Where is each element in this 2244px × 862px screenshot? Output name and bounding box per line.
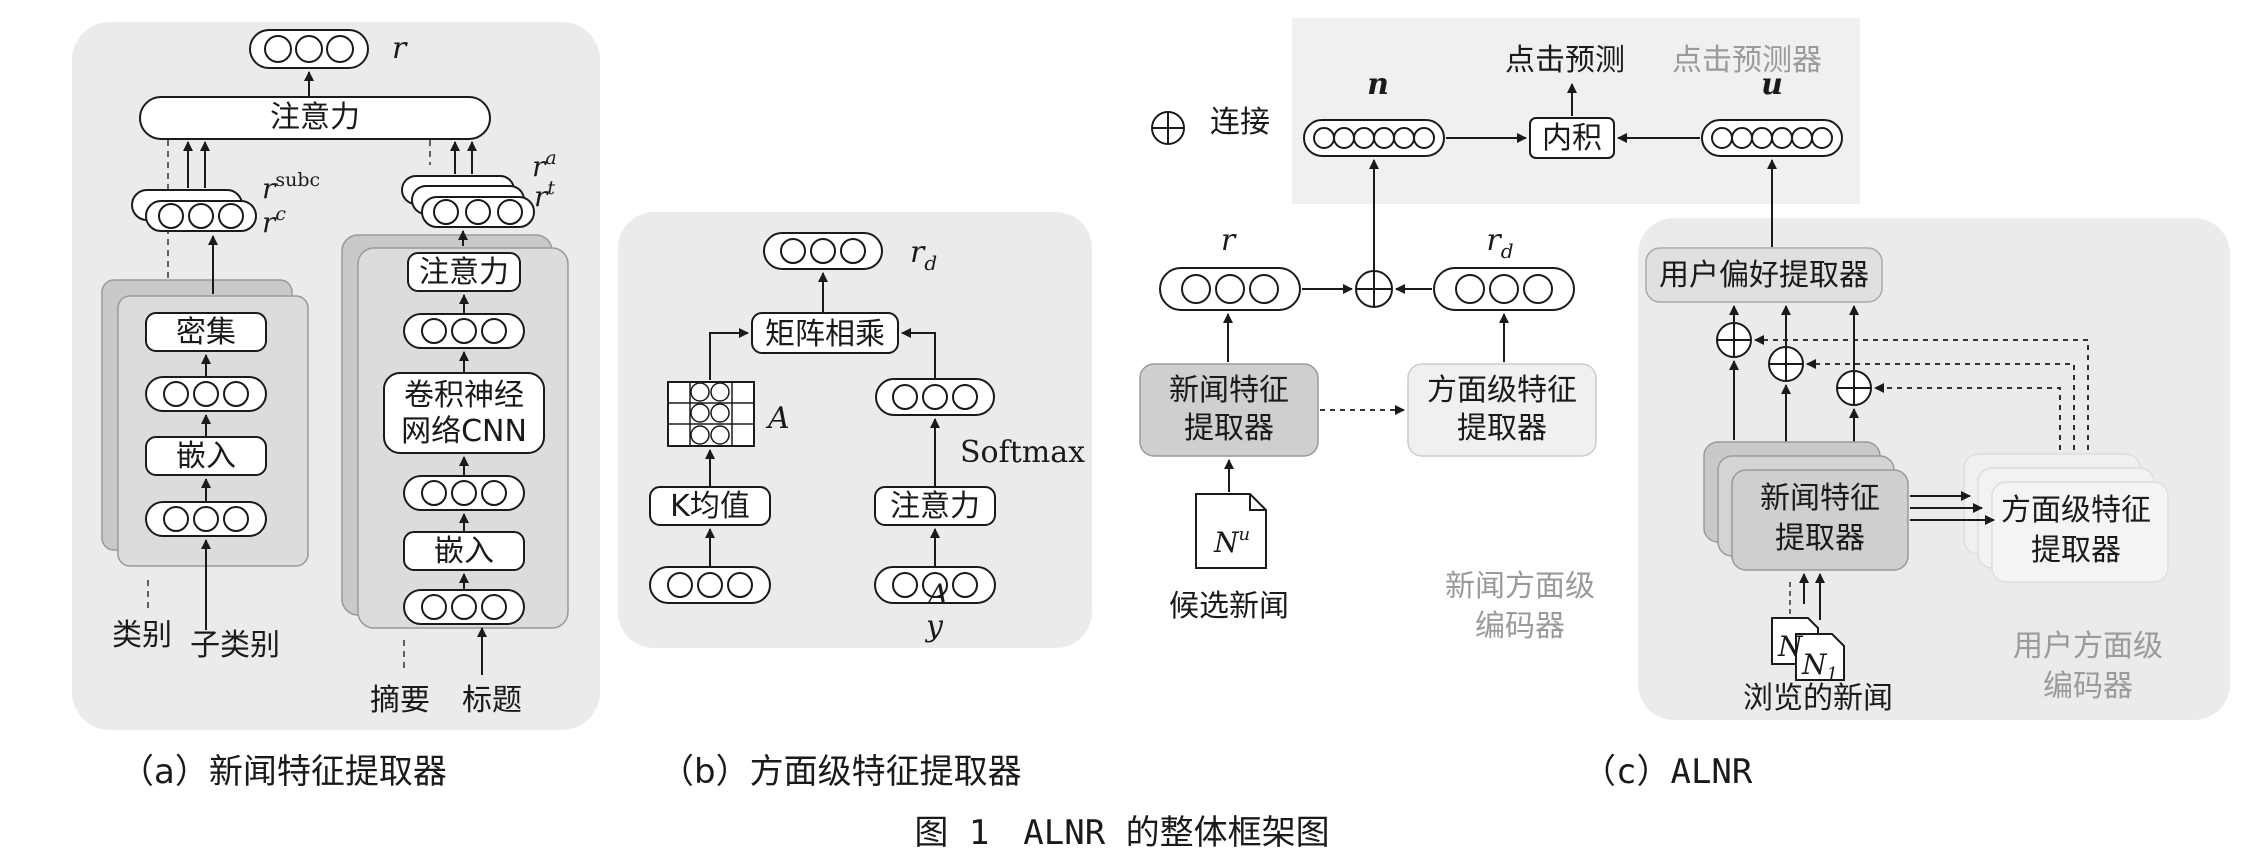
panel-c-click-predictor-label: 点击预测器 bbox=[1672, 43, 1822, 78]
panel-b-softmax-label: Softmax bbox=[960, 435, 1085, 470]
panel-b-background bbox=[618, 212, 1092, 648]
panel-b-kmeans-box bbox=[649, 486, 771, 526]
panel-c-user-concat-node-2 bbox=[1768, 346, 1804, 382]
panel-b-attention-input-vector bbox=[874, 566, 996, 604]
panel-b-rd-label: rd bbox=[910, 235, 937, 275]
panel-c-concat-icon bbox=[1151, 111, 1185, 145]
panel-c-user-aspect-extractor-line1: 方面级特征 bbox=[2001, 493, 2151, 528]
panel-c-click-predictor-background bbox=[1292, 18, 1860, 204]
panel-c-r-vector bbox=[1159, 267, 1301, 311]
panel-c-user-aspect-extractor-line2: 提取器 bbox=[2031, 533, 2121, 568]
panel-b-attention-box bbox=[874, 486, 996, 526]
panel-c-user-aspect-encoder-line1: 用户方面级 bbox=[2013, 629, 2163, 664]
panel-a-attention-box bbox=[139, 96, 491, 140]
panel-c-user-pref-box bbox=[1645, 247, 1883, 303]
panel-a-abstract-label: 摘要 bbox=[370, 683, 430, 718]
panel-a-attention-label: 注意力 bbox=[270, 100, 360, 135]
panel-c-news-aspect-encoder-line1: 新闻方面级 bbox=[1445, 569, 1595, 604]
panel-a-right-vector-3 bbox=[403, 589, 525, 625]
panel-a-attention-right-label: 注意力 bbox=[419, 255, 509, 290]
panel-b-input-label: y bbox=[924, 609, 944, 644]
panel-c-click-predict-label: 点击预测 bbox=[1505, 43, 1625, 78]
panel-a-r-label: r bbox=[392, 31, 408, 66]
panel-c-browsed-news-label: 浏览的新闻 bbox=[1743, 681, 1893, 716]
panel-c-news-extractor-box bbox=[1139, 363, 1319, 457]
panel-b-matmul-box bbox=[751, 312, 899, 354]
panel-a-rsubc-label: rsubc bbox=[262, 169, 320, 205]
panel-c-browsed-doc-icons bbox=[1771, 617, 1845, 681]
panel-c-rd-vector bbox=[1433, 267, 1575, 311]
panel-c-candidate-news-label: 候选新闻 bbox=[1169, 589, 1289, 624]
panel-a-rc-label: rc bbox=[262, 203, 286, 239]
panel-c-news-extractor-line2: 提取器 bbox=[1184, 411, 1274, 446]
panel-c-rd-label: rd bbox=[1486, 223, 1513, 263]
panel-c-user-aspect-extractor-stack bbox=[1963, 453, 2169, 583]
panel-c-browsed-doc-front: N1 bbox=[1801, 648, 1838, 685]
panel-c-user-pref-label: 用户偏好提取器 bbox=[1659, 258, 1869, 293]
panel-c-candidate-doc-icon bbox=[1195, 493, 1267, 569]
panel-a-cnn-line2: 网络CNN bbox=[401, 414, 527, 449]
panel-b-overlay-label: A bbox=[925, 578, 948, 611]
panel-b-top-vector bbox=[763, 232, 883, 270]
panel-a-right-vector-1 bbox=[403, 313, 525, 349]
panel-a-left-vector-bottom bbox=[145, 501, 267, 537]
panel-b-aspect-feature-extractor: rd 矩阵相乘 A Softmax bbox=[618, 212, 1092, 792]
panel-c-u-label: u bbox=[1761, 67, 1783, 102]
figure-caption: 图 1 ALNR 的整体框架图 bbox=[914, 813, 1329, 853]
panel-a-dense-box bbox=[145, 312, 267, 352]
panel-c-user-aspect-encoder-line2: 编码器 bbox=[2043, 669, 2133, 704]
panel-a-ra-label: ra bbox=[532, 147, 557, 183]
panel-b-matrix-a bbox=[667, 381, 755, 447]
panel-c-aspect-extractor-line2: 提取器 bbox=[1457, 411, 1547, 446]
panel-b-matrix-label: A bbox=[765, 401, 790, 436]
panel-c-candidate-doc-label: Nu bbox=[1213, 524, 1250, 559]
panel-c-alnr: 点击预测 点击预测器 连接 n 内积 u bbox=[1139, 18, 2230, 792]
panel-a-left-vectors bbox=[131, 189, 257, 232]
panel-a-category-label: 类别 bbox=[112, 618, 172, 653]
panel-c-user-concat-node-1 bbox=[1716, 322, 1752, 358]
panel-b-attention-label: 注意力 bbox=[890, 489, 980, 524]
panel-a-top-vector bbox=[249, 29, 369, 69]
panel-c-caption: （c）ALNR bbox=[1582, 752, 1753, 792]
panel-c-user-news-extractor-line2: 提取器 bbox=[1775, 521, 1865, 556]
panel-c-user-concat-node-3 bbox=[1836, 370, 1872, 406]
panel-a-left-vector-mid bbox=[145, 376, 267, 412]
panel-a-cnn-box bbox=[383, 372, 545, 454]
panel-c-news-extractor-line1: 新闻特征 bbox=[1169, 373, 1289, 408]
panel-a-embed-left-label: 嵌入 bbox=[176, 439, 236, 474]
panel-b-kmeans-input-vector bbox=[649, 566, 771, 604]
panel-a-embed-right-box bbox=[403, 531, 525, 571]
panel-c-user-news-extractor-line1: 新闻特征 bbox=[1760, 481, 1880, 516]
panel-a-subcategory-label: 子类别 bbox=[190, 628, 280, 663]
panel-c-inner-product-box bbox=[1529, 117, 1615, 159]
panel-c-n-label: n bbox=[1367, 67, 1389, 102]
panel-b-softmax-vector bbox=[875, 378, 995, 416]
panel-a-dense-label: 密集 bbox=[176, 315, 236, 350]
panel-c-aspect-extractor-box bbox=[1407, 363, 1597, 457]
panel-a-right-vectors bbox=[401, 175, 535, 228]
panel-a-attention-right-box bbox=[407, 252, 521, 292]
panel-a-caption: （a）新闻特征提取器 bbox=[120, 752, 447, 792]
panel-c-r-label: r bbox=[1221, 223, 1237, 258]
panel-a-title-label: 标题 bbox=[462, 683, 522, 718]
panel-b-matmul-label: 矩阵相乘 bbox=[765, 317, 885, 352]
panel-c-n-vector bbox=[1303, 119, 1445, 157]
panel-a-embed-right-label: 嵌入 bbox=[434, 534, 494, 569]
panel-a-rt-label: rt bbox=[534, 177, 555, 213]
panel-a-cnn-line1: 卷积神经 bbox=[404, 378, 524, 413]
panel-b-caption: （b）方面级特征提取器 bbox=[660, 752, 1022, 792]
panel-a-news-feature-extractor: r 注意力 rsubc rc 密集 bbox=[72, 22, 600, 792]
panel-a-embed-left-box bbox=[145, 436, 267, 476]
panel-c-concat-node bbox=[1355, 270, 1393, 308]
panel-c-u-vector bbox=[1701, 119, 1843, 157]
panel-c-user-news-extractor-stack bbox=[1703, 441, 1909, 571]
panel-b-kmeans-label: K均值 bbox=[670, 489, 750, 524]
panel-c-browsed-doc-back: N bbox=[1777, 630, 1804, 663]
panel-c-inner-product-label: 内积 bbox=[1542, 121, 1602, 156]
panel-c-concat-label: 连接 bbox=[1210, 105, 1270, 140]
panel-c-aspect-extractor-line1: 方面级特征 bbox=[1427, 373, 1577, 408]
panel-c-news-aspect-encoder-line2: 编码器 bbox=[1475, 609, 1565, 644]
panel-a-right-vector-2 bbox=[403, 475, 525, 511]
